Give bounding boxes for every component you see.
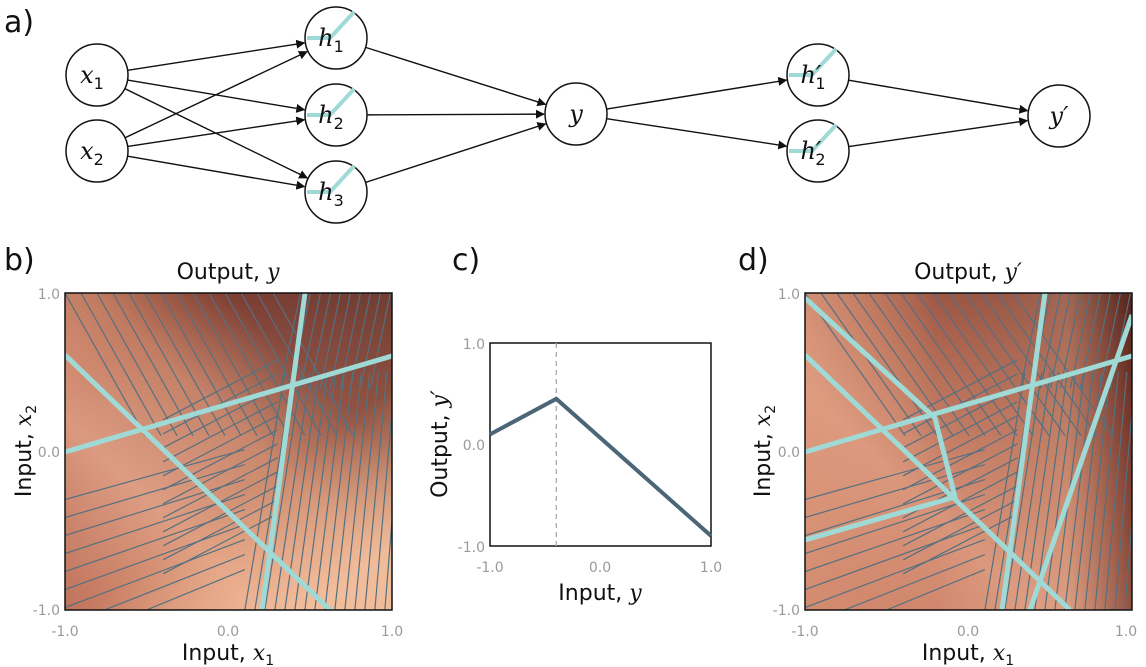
panel-c-ylabel: Output, y′: [428, 390, 453, 498]
node-y: y: [544, 82, 608, 146]
panel-d-xlabel: Input, x1: [922, 641, 1014, 667]
node-label: x1: [80, 61, 104, 93]
edge-y-hp2: [606, 117, 788, 150]
panel-d-xticks: -1.0 0.0 1.0: [791, 624, 1137, 640]
edge-hp2-yp: [848, 117, 1029, 148]
panel-b-ylabel: Input, x2: [12, 405, 40, 497]
relu-icon: [307, 10, 356, 40]
panel-label-b: b): [4, 243, 35, 278]
tick-label: -1.0: [791, 624, 818, 640]
panel-b-yticks: 1.0 0.0 -1.0: [33, 287, 60, 619]
edge-hp1-yp: [848, 79, 1029, 114]
network-edges: [124, 39, 1029, 190]
panel-d-ylabel: Input, x2: [751, 405, 779, 497]
tick-label: 1.0: [38, 287, 60, 303]
panel-b-heatmap: [64, 292, 393, 611]
edge-x2-h2: [127, 116, 306, 148]
node-x2: x2: [65, 119, 129, 183]
panel-b-xticks: -1.0 0.0 1.0: [51, 624, 403, 640]
panel-c-chart: [489, 342, 713, 547]
tick-label: 0.0: [957, 624, 979, 640]
edge-h3-y: [365, 122, 547, 184]
node-h2: h2: [304, 83, 368, 147]
node-label: h′2: [800, 137, 825, 169]
tick-label: -1.0: [458, 540, 485, 556]
relu-icon: [307, 87, 356, 117]
edge-x1-h1: [127, 39, 306, 71]
panel-b-title: Output, y: [177, 260, 280, 285]
tick-label: 1.0: [1115, 624, 1137, 640]
node-x1: x1: [65, 43, 129, 107]
tick-label: -1.0: [51, 624, 78, 640]
edge-h1-y: [365, 46, 547, 107]
panel-b-relu-boundaries: [65, 293, 392, 610]
panel-d-yticks: 1.0 0.0 -1.0: [773, 287, 800, 619]
node-hp1: h′1: [786, 43, 850, 107]
node-label: h1: [318, 24, 344, 56]
node-hp2: h′2: [786, 119, 850, 183]
relu-icon: [789, 47, 838, 77]
panel-label-d: d): [738, 243, 769, 278]
node-label: h3: [318, 178, 344, 210]
panel-label-c: c): [452, 243, 480, 278]
tick-label: 0.0: [217, 624, 239, 640]
node-yp: y′: [1027, 84, 1091, 148]
node-label: y: [568, 100, 583, 128]
tick-label: 0.0: [38, 445, 60, 461]
panel-c-xticks: -1.0 0.0 1.0: [476, 560, 722, 576]
node-label: h2: [318, 101, 344, 133]
panel-c-xlabel: Input, y: [558, 581, 642, 606]
edge-y-hp1: [606, 76, 788, 110]
tick-label: 1.0: [463, 337, 485, 353]
tick-label: 1.0: [778, 287, 800, 303]
tick-label: -1.0: [476, 560, 503, 576]
edge-x2-h1: [124, 51, 308, 139]
tick-label: -1.0: [773, 603, 800, 619]
tick-label: 1.0: [381, 624, 403, 640]
panel-label-a: a): [4, 5, 34, 40]
edge-x2-h3: [127, 155, 306, 190]
series-line: [489, 396, 713, 538]
node-label: y′: [1048, 102, 1069, 130]
tick-label: 1.0: [700, 560, 722, 576]
node-label: h′1: [800, 61, 825, 93]
panel-c-yticks: 1.0 0.0 -1.0: [458, 337, 485, 556]
tick-label: 0.0: [778, 445, 800, 461]
panel-d-relu-boundaries: [805, 293, 1132, 610]
tick-label: 0.0: [463, 438, 485, 454]
node-h1: h1: [304, 6, 368, 70]
tick-label: -1.0: [33, 603, 60, 619]
node-label: x2: [80, 137, 104, 169]
node-h3: h3: [304, 160, 368, 224]
panel-d-title: Output, y′: [914, 260, 1022, 285]
relu-icon: [307, 164, 356, 194]
edge-h2-y: [366, 109, 545, 119]
panel-b-xlabel: Input, x1: [182, 641, 274, 667]
relu-icon: [789, 123, 838, 153]
tick-label: 0.0: [589, 560, 611, 576]
network-diagram: x1 x2 h1 h2 h3 y h′1 h′2 y′: [65, 6, 1091, 224]
panel-d-heatmap: [804, 292, 1133, 611]
